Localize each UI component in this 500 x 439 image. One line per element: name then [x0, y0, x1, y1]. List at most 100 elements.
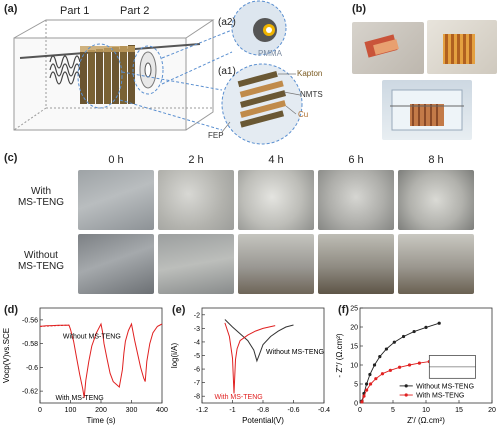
panel-f-label: (f)	[338, 304, 349, 316]
plot-frame	[39, 307, 163, 404]
sample-with-8h	[398, 170, 474, 230]
x-tick-label: -1	[229, 407, 235, 414]
legend-label-0: Without MS-TENG	[416, 383, 474, 390]
y-tick-label: -0.56	[22, 317, 38, 324]
x-tick-label: 10	[422, 407, 430, 414]
part2-label: Part 2	[120, 5, 150, 17]
sample-with-4h	[238, 170, 314, 230]
a2-label: (a2)	[218, 17, 236, 28]
sample-without-2h	[158, 234, 234, 294]
y-tick-label: -3	[194, 326, 200, 333]
y-tick-label: -4	[194, 339, 200, 346]
data-point	[365, 388, 369, 392]
data-point	[412, 329, 416, 334]
time-label-4h: 4 h	[268, 154, 284, 166]
time-label-0h: 0 h	[108, 154, 124, 166]
nmts-label: NMTS	[300, 90, 323, 99]
x-tick-label: 0	[358, 407, 362, 414]
data-point	[372, 363, 377, 367]
x-tick-label: 0	[38, 407, 42, 414]
y-tick-label: 5	[354, 382, 358, 389]
legend-marker-1	[404, 393, 408, 397]
x-tick-label: 5	[391, 407, 395, 414]
data-point	[365, 382, 369, 386]
y-tick-label: 25	[350, 306, 358, 313]
panel-a-label: (a)	[4, 3, 18, 15]
time-label-6h: 6 h	[348, 154, 364, 166]
cu-label: Cu	[298, 110, 309, 119]
y-tick-label: 10	[350, 363, 358, 370]
legend-label-1: With MS-TENG	[416, 393, 464, 400]
y-tick-label: -7	[194, 380, 200, 387]
series-line-0	[224, 319, 294, 363]
fep-label: FEP	[208, 131, 224, 140]
sample-without-4h	[238, 234, 314, 294]
annotation-without: Without MS-TENG	[266, 349, 324, 356]
series-line-0	[361, 322, 440, 402]
data-point	[407, 363, 412, 367]
part1-label: Part 1	[60, 5, 90, 17]
sample-with-6h	[318, 170, 394, 230]
initial-dashed-segment	[39, 324, 69, 327]
y-tick-label: -0.6	[26, 365, 38, 372]
y-axis-label: log(i/A)	[170, 342, 179, 368]
y-tick-label: -0.62	[22, 389, 38, 396]
panel-e-label: (e)	[172, 304, 186, 316]
data-point	[378, 355, 382, 359]
x-axis-label: Z'/ (Ω.cm²)	[407, 416, 445, 425]
x-tick-label: 15	[455, 407, 463, 414]
pmma-label: PMMA	[258, 49, 282, 58]
data-point	[417, 361, 421, 365]
time-label-2h: 2 h	[188, 154, 204, 166]
panel-b-label: (b)	[352, 3, 367, 15]
series-line-0	[39, 322, 163, 398]
data-point	[392, 340, 396, 344]
annotation-without: Without MS-TENG	[63, 333, 121, 340]
sample-without-8h	[398, 234, 474, 294]
y-axis-label: - Z''/ (Ω.cm²)	[335, 333, 344, 377]
x-tick-label: -1.2	[196, 407, 208, 414]
chart-e: -1.2 -1 -0.8 -0.6 -0.4 -2 -3 -4 -5 -6 -7 -8Potentia…	[170, 307, 330, 425]
y-axis-label: Vocp(V)vs.SCE	[2, 328, 11, 383]
data-point	[362, 394, 366, 398]
y-tick-label: -2	[194, 312, 200, 319]
annotation-with: With MS-TENG	[214, 394, 262, 401]
data-point	[368, 372, 372, 377]
x-tick-label: -0.4	[318, 407, 330, 414]
x-tick-label: 400	[156, 407, 168, 414]
sample-with-0h	[78, 170, 154, 230]
x-tick-label: -0.8	[257, 407, 269, 414]
x-axis-label: Time (s)	[86, 416, 115, 425]
time-label-8h: 8 h	[428, 154, 444, 166]
data-point	[384, 347, 388, 351]
sample-without-0h	[78, 234, 154, 294]
kapton-label: Kapton	[297, 69, 323, 78]
y-tick-label: -5	[194, 353, 200, 360]
y-tick-label: -6	[194, 367, 200, 374]
x-tick-label: -0.6	[287, 407, 299, 414]
a1-label: (a1)	[218, 66, 236, 77]
data-point	[398, 365, 402, 369]
y-tick-label: -8	[194, 394, 200, 401]
data-point	[388, 368, 392, 372]
panel-c-label: (c)	[4, 152, 18, 164]
device-photo-2	[427, 20, 497, 74]
y-tick-label: 15	[350, 344, 358, 351]
y-tick-label: -0.58	[22, 341, 38, 348]
data-point	[360, 400, 364, 404]
panel-a-schematic	[13, 0, 303, 145]
x-axis-label: Potential(V)	[242, 416, 284, 425]
x-tick-label: 200	[95, 407, 107, 414]
sample-with-2h	[158, 170, 234, 230]
panel-d-label: (d)	[4, 304, 19, 316]
data-point	[437, 321, 441, 325]
data-point	[380, 372, 385, 376]
x-tick-label: 20	[488, 407, 496, 414]
y-tick-label: 0	[354, 401, 358, 408]
device-photo-3	[382, 80, 472, 140]
data-point	[401, 334, 406, 339]
